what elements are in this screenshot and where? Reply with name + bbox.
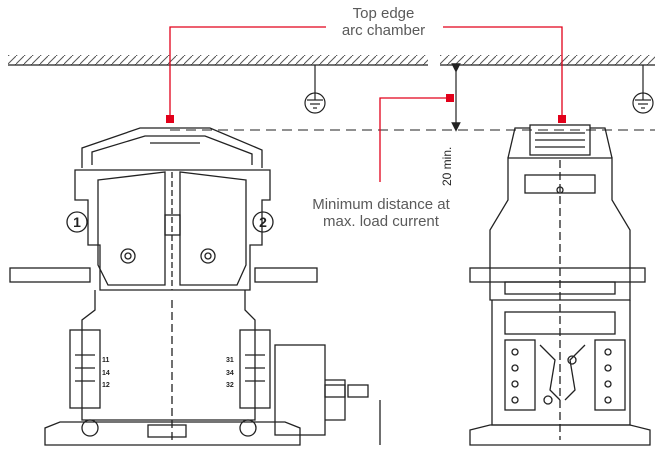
aux-terminal-label: 14	[102, 369, 110, 377]
dimension-label: 20 min.	[440, 146, 454, 186]
callout-lines	[169, 26, 563, 182]
pole-number-left: 1	[73, 214, 81, 230]
aux-terminals-right: 31 34 32	[226, 355, 234, 393]
aux-terminal-label: 31	[226, 357, 234, 364]
min-distance-label-line1: Minimum distance at	[312, 196, 450, 213]
top-edge-label-line2: arc chamber	[341, 22, 426, 39]
ceiling-right	[440, 55, 655, 66]
ceiling-left	[8, 55, 428, 66]
aux-terminals-left: 11 14 12	[102, 355, 110, 393]
aux-terminal-label: 12	[102, 382, 110, 389]
pole-number-right: 2	[259, 214, 267, 230]
earth-icon	[632, 65, 654, 114]
contactor-front-view	[9, 127, 381, 446]
min-distance-label: Minimum distance at max. load current	[286, 196, 476, 230]
aux-terminal-label: 11	[102, 357, 110, 364]
aux-terminal-label: 32	[226, 382, 234, 389]
top-edge-label: Top edge arc chamber	[316, 5, 451, 39]
callout-markers	[166, 94, 566, 123]
contactor-side-view	[469, 124, 651, 446]
top-edge-label-line1: Top edge	[352, 5, 415, 22]
earth-icon	[304, 65, 326, 114]
min-distance-label-line2: max. load current	[323, 213, 439, 230]
aux-terminal-label: 34	[226, 369, 234, 377]
